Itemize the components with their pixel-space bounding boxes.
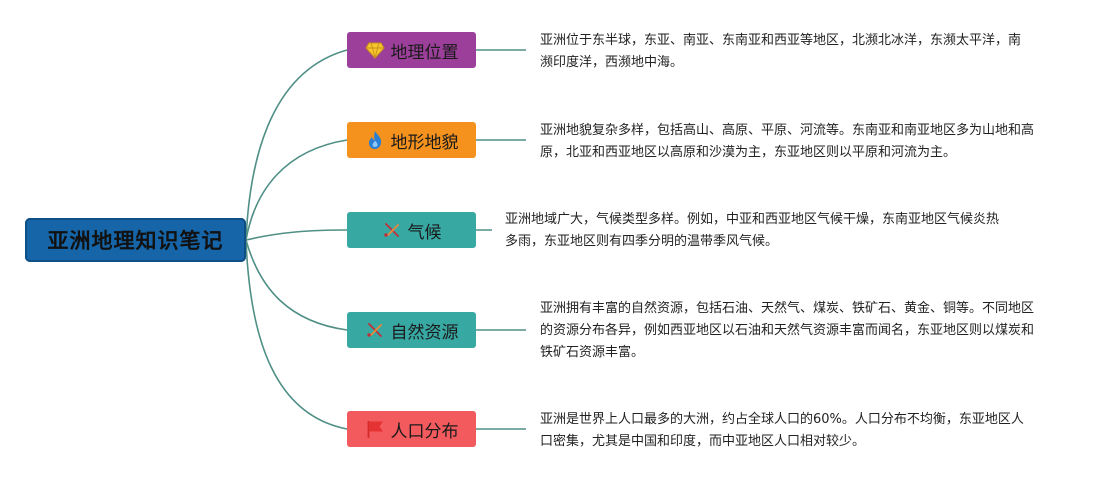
branch-climate-label: 气候 [407, 222, 442, 243]
branch-terrain[interactable]: 地形地貌 [347, 122, 476, 158]
root-topic[interactable]: 亚洲地理知识笔记 [25, 218, 246, 262]
flame-icon [368, 131, 381, 149]
note-climate: 亚洲地域广大，气候类型多样。例如，中亚和西亚地区气候干燥，东南亚地区气候炎热多雨… [505, 212, 1000, 249]
branch-resources[interactable]: 自然资源 [347, 312, 476, 348]
branch-population[interactable]: 人口分布 [347, 411, 476, 447]
root-topic-title: 亚洲地理知识笔记 [47, 229, 224, 253]
note-terrain: 亚洲地貌复杂多样，包括高山、高原、平原、河流等。东南亚和南亚地区多为山地和高原，… [540, 123, 1035, 160]
branch-resources-label: 自然资源 [390, 322, 459, 343]
branch-location-label: 地理位置 [390, 42, 459, 63]
connector-root-resources [245, 239, 348, 331]
branch-population-label: 人口分布 [390, 421, 459, 442]
connector-root-location [245, 49, 348, 241]
branch-terrain-label: 地形地貌 [390, 132, 459, 153]
diamond-icon [364, 42, 385, 59]
branch-location[interactable]: 地理位置 [347, 32, 476, 68]
crossed-tools-icon [383, 223, 399, 237]
red-flag-icon [367, 421, 383, 438]
branch-climate[interactable]: 气候 [347, 212, 476, 248]
connector-root-population [245, 239, 348, 430]
crossed-tools-icon [366, 323, 382, 337]
connector-root-climate [245, 229, 348, 241]
note-resources: 亚洲拥有丰富的自然资源，包括石油、天然气、煤炭、铁矿石、黄金、铜等。不同地区的资… [540, 301, 1035, 360]
note-population: 亚洲是世界上人口最多的大洲，约占全球人口的60%。人口分布不均衡，东亚地区人口密… [540, 412, 1024, 449]
note-location: 亚洲位于东半球，东亚、南亚、东南亚和西亚等地区，北濒北冰洋，东濒太平洋，南濒印度… [540, 33, 1022, 70]
connector-root-terrain [245, 139, 348, 241]
